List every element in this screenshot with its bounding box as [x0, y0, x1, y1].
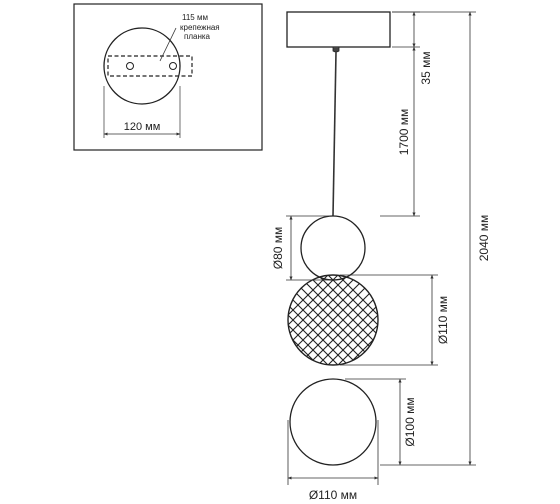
suspension-cable: [332, 51, 337, 217]
cable-length-label: 1700 мм: [397, 109, 411, 156]
bracket-hole-left: [126, 62, 134, 70]
total-height-label: 2040 мм: [477, 215, 491, 262]
lamp-side-view: [286, 11, 391, 466]
inset-frame: [73, 3, 263, 151]
top-sphere-label: Ø80 мм: [271, 227, 285, 270]
ceiling-canopy: [286, 11, 391, 48]
bracket-hole-right: [169, 62, 177, 70]
bottom-sphere-label: Ø100 мм: [403, 397, 417, 446]
mount-top-view-inset: 115 мм крепежная планка 120 мм: [73, 3, 263, 151]
overall-width-label: Ø110 мм: [309, 488, 357, 502]
mounting-bracket: [107, 55, 193, 77]
top-glass-sphere: [300, 215, 366, 281]
bracket-width-label: 115 мм: [182, 13, 208, 22]
bracket-leader-line: [159, 27, 177, 62]
bracket-caption-line1: крепежная: [180, 23, 220, 32]
bracket-caption-line2: планка: [184, 32, 211, 41]
canopy-top-circle: [103, 27, 181, 105]
middle-patterned-sphere: [287, 274, 379, 366]
canopy-height-label: 35 мм: [419, 51, 433, 84]
middle-sphere-label: Ø110 мм: [436, 296, 450, 344]
cable-grip: [332, 47, 340, 53]
canopy-width-label: 120 мм: [124, 121, 161, 133]
bottom-glass-sphere: [289, 378, 377, 466]
diamond-lattice-pattern: [288, 275, 378, 365]
dimension-lines: [286, 11, 476, 485]
